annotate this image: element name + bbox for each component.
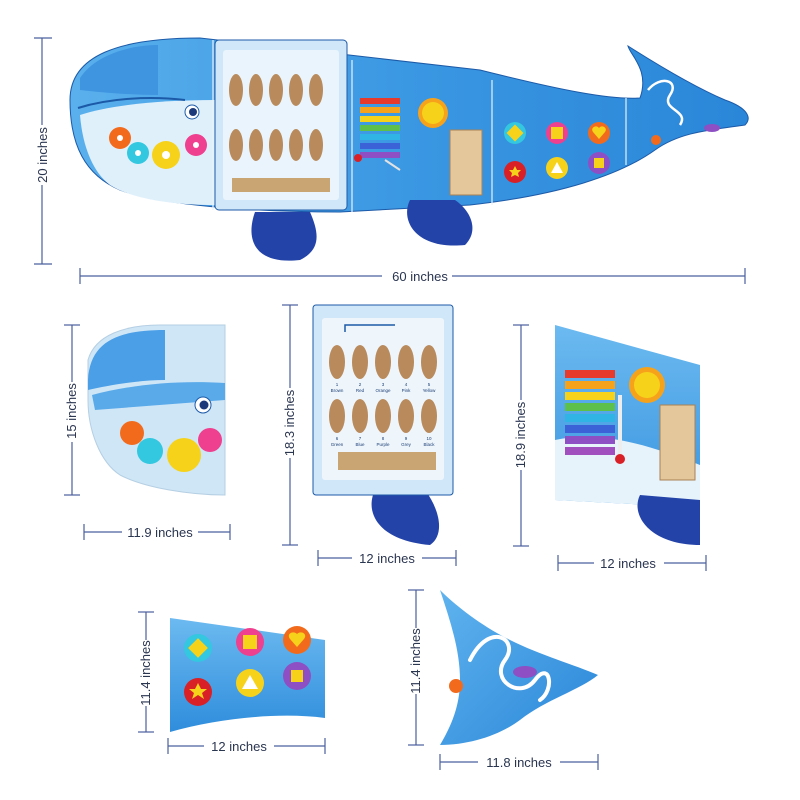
gear-set <box>109 127 207 169</box>
fish-6-color: Green <box>331 442 344 447</box>
wooden-slider <box>449 129 483 196</box>
fish-maze-panel <box>214 39 348 211</box>
tail-height-dimension: 11.4 inches <box>406 589 424 746</box>
music-height-dimension: 18.9 inches <box>511 324 529 547</box>
sun-spinner <box>418 98 448 128</box>
head-width-label: 11.9 inches <box>127 525 193 540</box>
maze-height-label: 18.3 inches <box>282 389 297 456</box>
tail-height-label: 11.4 inches <box>408 628 423 694</box>
fish-slots-row2 <box>229 129 323 161</box>
fish-9-number: 9 <box>405 436 408 441</box>
music-xylophone <box>565 370 625 464</box>
maze-width-dimension: 12 inches <box>317 550 457 566</box>
full-whale-board <box>69 37 749 261</box>
shapes-width-dimension: 12 inches <box>167 738 326 754</box>
music-panel <box>555 325 700 545</box>
shapes-height-label: 11.4 inches <box>138 640 153 706</box>
maze-bead-tray <box>338 452 436 470</box>
tail-width-dimension: 11.8 inches <box>439 754 599 770</box>
shape-spinners <box>504 122 610 183</box>
full-height-dimension: 20 inches <box>33 37 52 265</box>
fish-slots-row1 <box>229 74 323 106</box>
bead-tray <box>232 178 330 192</box>
head-height-label: 15 inches <box>64 383 79 439</box>
fish-row2-labels: 6 Green 7 Blue 8 Purple 9 Grey 10 Black <box>331 436 436 447</box>
head-width-dimension: 11.9 inches <box>83 524 231 540</box>
fish-8-number: 8 <box>382 436 385 441</box>
fish-5-number: 5 <box>428 382 431 387</box>
tail-panel <box>440 590 598 745</box>
fish-7-number: 7 <box>359 436 362 441</box>
full-height-label: 20 inches <box>35 127 50 183</box>
fish-1-color: Brown <box>331 388 344 393</box>
tail-width-label: 11.8 inches <box>486 755 552 770</box>
music-sun-spinner <box>629 367 665 403</box>
whale-fin-back <box>407 200 473 246</box>
whale-mouth <box>77 97 186 109</box>
whale-head-cap <box>80 45 158 95</box>
full-width-dimension: 60 inches <box>79 268 746 284</box>
fish-6-number: 6 <box>336 436 339 441</box>
fish-7-color: Blue <box>355 442 365 447</box>
fish-row1-labels: 1 Brown 2 Red 3 Orange 4 Pink 5 Yellow <box>331 382 437 393</box>
shapes-height-dimension: 11.4 inches <box>136 611 154 733</box>
fish-3-color: Orange <box>375 388 391 393</box>
shapes-panel <box>170 618 325 732</box>
fish-2-color: Red <box>356 388 365 393</box>
maze-height-dimension: 18.3 inches <box>280 304 298 546</box>
full-width-label: 60 inches <box>392 269 448 284</box>
fish-5-color: Yellow <box>423 388 437 393</box>
fish-10-color: Black <box>423 442 435 447</box>
maze-panel: 1 Brown 2 Red 3 Orange 4 Pink 5 Yellow 6… <box>312 304 454 545</box>
fish-9-color: Grey <box>401 442 412 447</box>
fish-1-number: 1 <box>336 382 339 387</box>
head-height-dimension: 15 inches <box>62 324 80 496</box>
music-wooden-slider <box>659 404 696 481</box>
xylophone <box>354 98 401 171</box>
fish-row1 <box>329 345 437 379</box>
music-width-label: 12 inches <box>600 556 656 571</box>
whale-fin-front <box>251 212 317 261</box>
shapes-width-label: 12 inches <box>211 739 267 754</box>
fish-2-number: 2 <box>359 382 362 387</box>
tail-wire-maze <box>647 79 720 145</box>
music-width-dimension: 12 inches <box>557 555 707 571</box>
fish-8-color: Purple <box>376 442 390 447</box>
whale-eye <box>184 104 200 120</box>
fish-4-number: 4 <box>405 382 408 387</box>
fish-3-number: 3 <box>382 382 385 387</box>
fish-row2 <box>329 399 437 433</box>
music-height-label: 18.9 inches <box>513 401 528 468</box>
head-panel <box>87 324 226 496</box>
fish-4-color: Pink <box>402 388 412 393</box>
fish-10-number: 10 <box>426 436 432 441</box>
maze-width-label: 12 inches <box>359 551 415 566</box>
